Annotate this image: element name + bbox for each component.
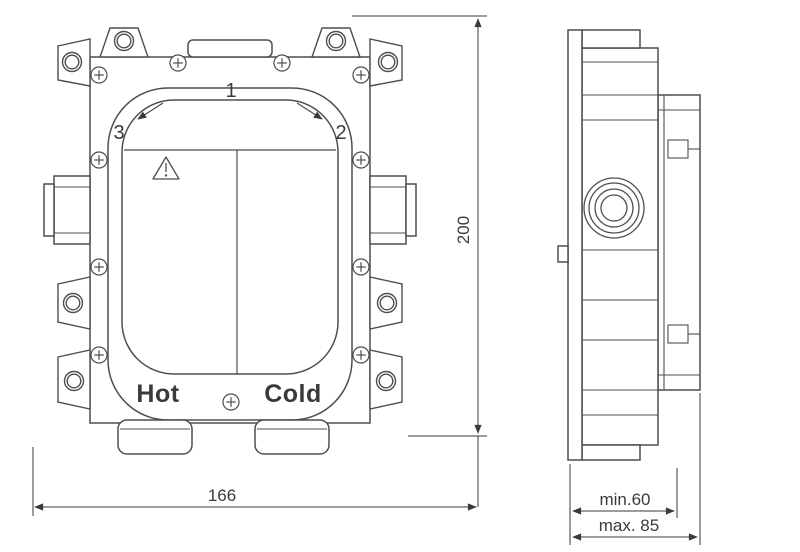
- mounting-hole: [62, 292, 84, 314]
- front-view: 1 3 2 Hot Cold: [43, 27, 417, 455]
- side-port-left: [43, 175, 91, 245]
- screw-icon: [222, 393, 240, 411]
- screw-icon: [90, 346, 108, 364]
- side-view-detail-lines: [582, 61, 700, 416]
- screw-icon: [90, 258, 108, 276]
- arrow-to-2-icon: [296, 102, 323, 120]
- position-label-1: 1: [225, 80, 236, 102]
- side-view: [557, 29, 701, 461]
- valve-cover: [107, 87, 353, 421]
- bottom-port-hot: [117, 419, 193, 455]
- screw-icon: [352, 346, 370, 364]
- cold-label: Cold: [264, 380, 322, 408]
- position-label-3: 3: [113, 122, 124, 144]
- depth-min-dimension-label: min.60: [599, 490, 650, 509]
- dimension-height: 200: [352, 15, 487, 507]
- screw-icon: [352, 258, 370, 276]
- hot-label: Hot: [136, 380, 179, 408]
- inlet-circle: [583, 177, 645, 239]
- side-port-right: [369, 175, 417, 245]
- dimension-depth-max: max. 85: [572, 393, 701, 545]
- screw-icon: [90, 66, 108, 84]
- mounting-hole: [63, 370, 85, 392]
- dimensions: 166 200 min.60 max. 85: [32, 15, 701, 545]
- mounting-hole: [325, 30, 347, 52]
- screw-icon: [169, 54, 187, 72]
- mounting-ears: [57, 27, 403, 410]
- screw-icon: [352, 151, 370, 169]
- position-arrows: [137, 102, 323, 120]
- mounting-hole: [375, 370, 397, 392]
- mounting-hole: [113, 30, 135, 52]
- screw-icon: [352, 66, 370, 84]
- top-tab: [187, 39, 273, 58]
- mounting-hole: [61, 51, 83, 73]
- rear-bolts: [667, 139, 700, 344]
- bottom-port-cold: [254, 419, 330, 455]
- height-dimension-label: 200: [454, 216, 473, 244]
- depth-max-dimension-label: max. 85: [599, 516, 659, 535]
- position-label-2: 2: [335, 122, 346, 144]
- arrow-to-3-icon: [137, 102, 164, 120]
- screw-icon: [273, 54, 291, 72]
- screw-icon: [90, 151, 108, 169]
- dimension-depth-min: min.60: [569, 464, 678, 545]
- warning-icon: [152, 156, 180, 180]
- mounting-hole: [377, 51, 399, 73]
- width-dimension-label: 166: [208, 486, 236, 505]
- mounting-hole: [376, 292, 398, 314]
- dimension-width: 166: [32, 447, 477, 516]
